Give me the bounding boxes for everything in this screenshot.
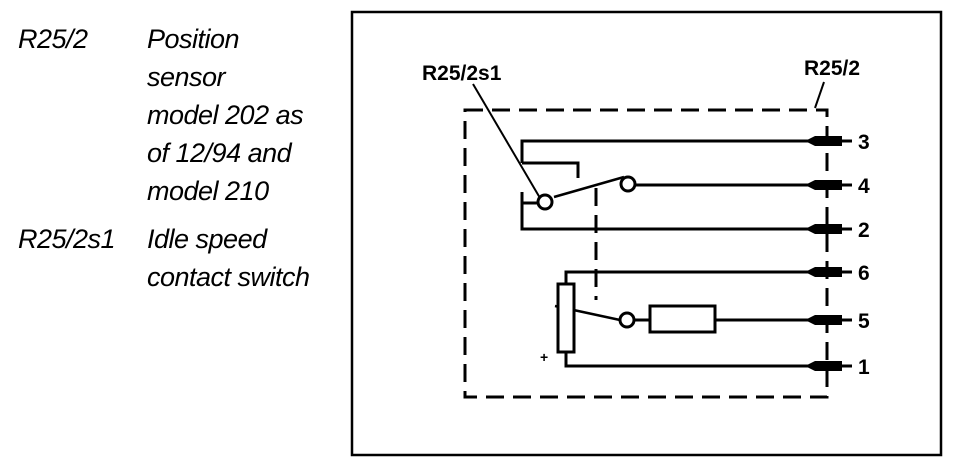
- legend-desc-position-sensor: Position sensor model 202 as of 12/94 an…: [147, 20, 347, 210]
- pin-6: [805, 267, 852, 277]
- leader-line-switch: [472, 83, 541, 199]
- legend-desc-line: sensor: [147, 62, 226, 92]
- switch-contact-right: [619, 175, 637, 193]
- switch-blade: [553, 175, 625, 199]
- component-boundary-dashed: [463, 108, 829, 399]
- label-sensor: R25/2: [804, 57, 860, 80]
- pin-1: [805, 361, 852, 371]
- idle-switch-circuit: [520, 139, 815, 231]
- pin-number-2: 2: [858, 219, 870, 242]
- pin-number-4: 4: [858, 175, 870, 198]
- wiper-contact: [618, 311, 636, 329]
- legend-desc-line: contact switch: [147, 262, 310, 292]
- diagram-frame: [350, 10, 943, 457]
- potentiometer: [556, 282, 576, 354]
- legend-desc-line: model 202 as: [147, 100, 304, 130]
- connector-pins: [805, 136, 852, 371]
- legend-desc-line: of 12/94 and: [147, 138, 292, 168]
- legend-desc-idle-switch: Idle speed contact switch: [147, 220, 347, 296]
- legend: R25/2 Position sensor model 202 as of 12…: [0, 0, 345, 462]
- leader-line-sensor: [814, 81, 825, 109]
- pin-5: [805, 315, 852, 325]
- switch-contact-left: [536, 193, 554, 211]
- pin-number-6: 6: [858, 262, 870, 285]
- pin-number-1: 1: [858, 356, 870, 379]
- pot-sign: +: [540, 349, 548, 365]
- legend-desc-line: Idle speed: [147, 224, 267, 254]
- wire-pin3: [520, 139, 815, 163]
- legend-desc-line: model 210: [147, 176, 269, 206]
- wire-pin6: [564, 270, 815, 284]
- wire-switch-arm: [522, 161, 580, 178]
- legend-desc-line: Position: [147, 24, 240, 54]
- position-sensor-circuit: [554, 270, 815, 368]
- pin-4: [805, 180, 852, 190]
- resistor: [648, 304, 717, 334]
- wire-pin1: [564, 352, 815, 368]
- wire-pin2: [520, 192, 815, 231]
- legend-code-idle-switch: R25/2s1: [18, 224, 116, 254]
- pin-number-3: 3: [858, 131, 870, 154]
- pin-3: [805, 136, 852, 146]
- label-switch: R25/2s1: [422, 62, 502, 85]
- legend-code-position-sensor: R25/2: [18, 24, 88, 54]
- pin-number-5: 5: [858, 310, 870, 333]
- pin-2: [805, 224, 852, 234]
